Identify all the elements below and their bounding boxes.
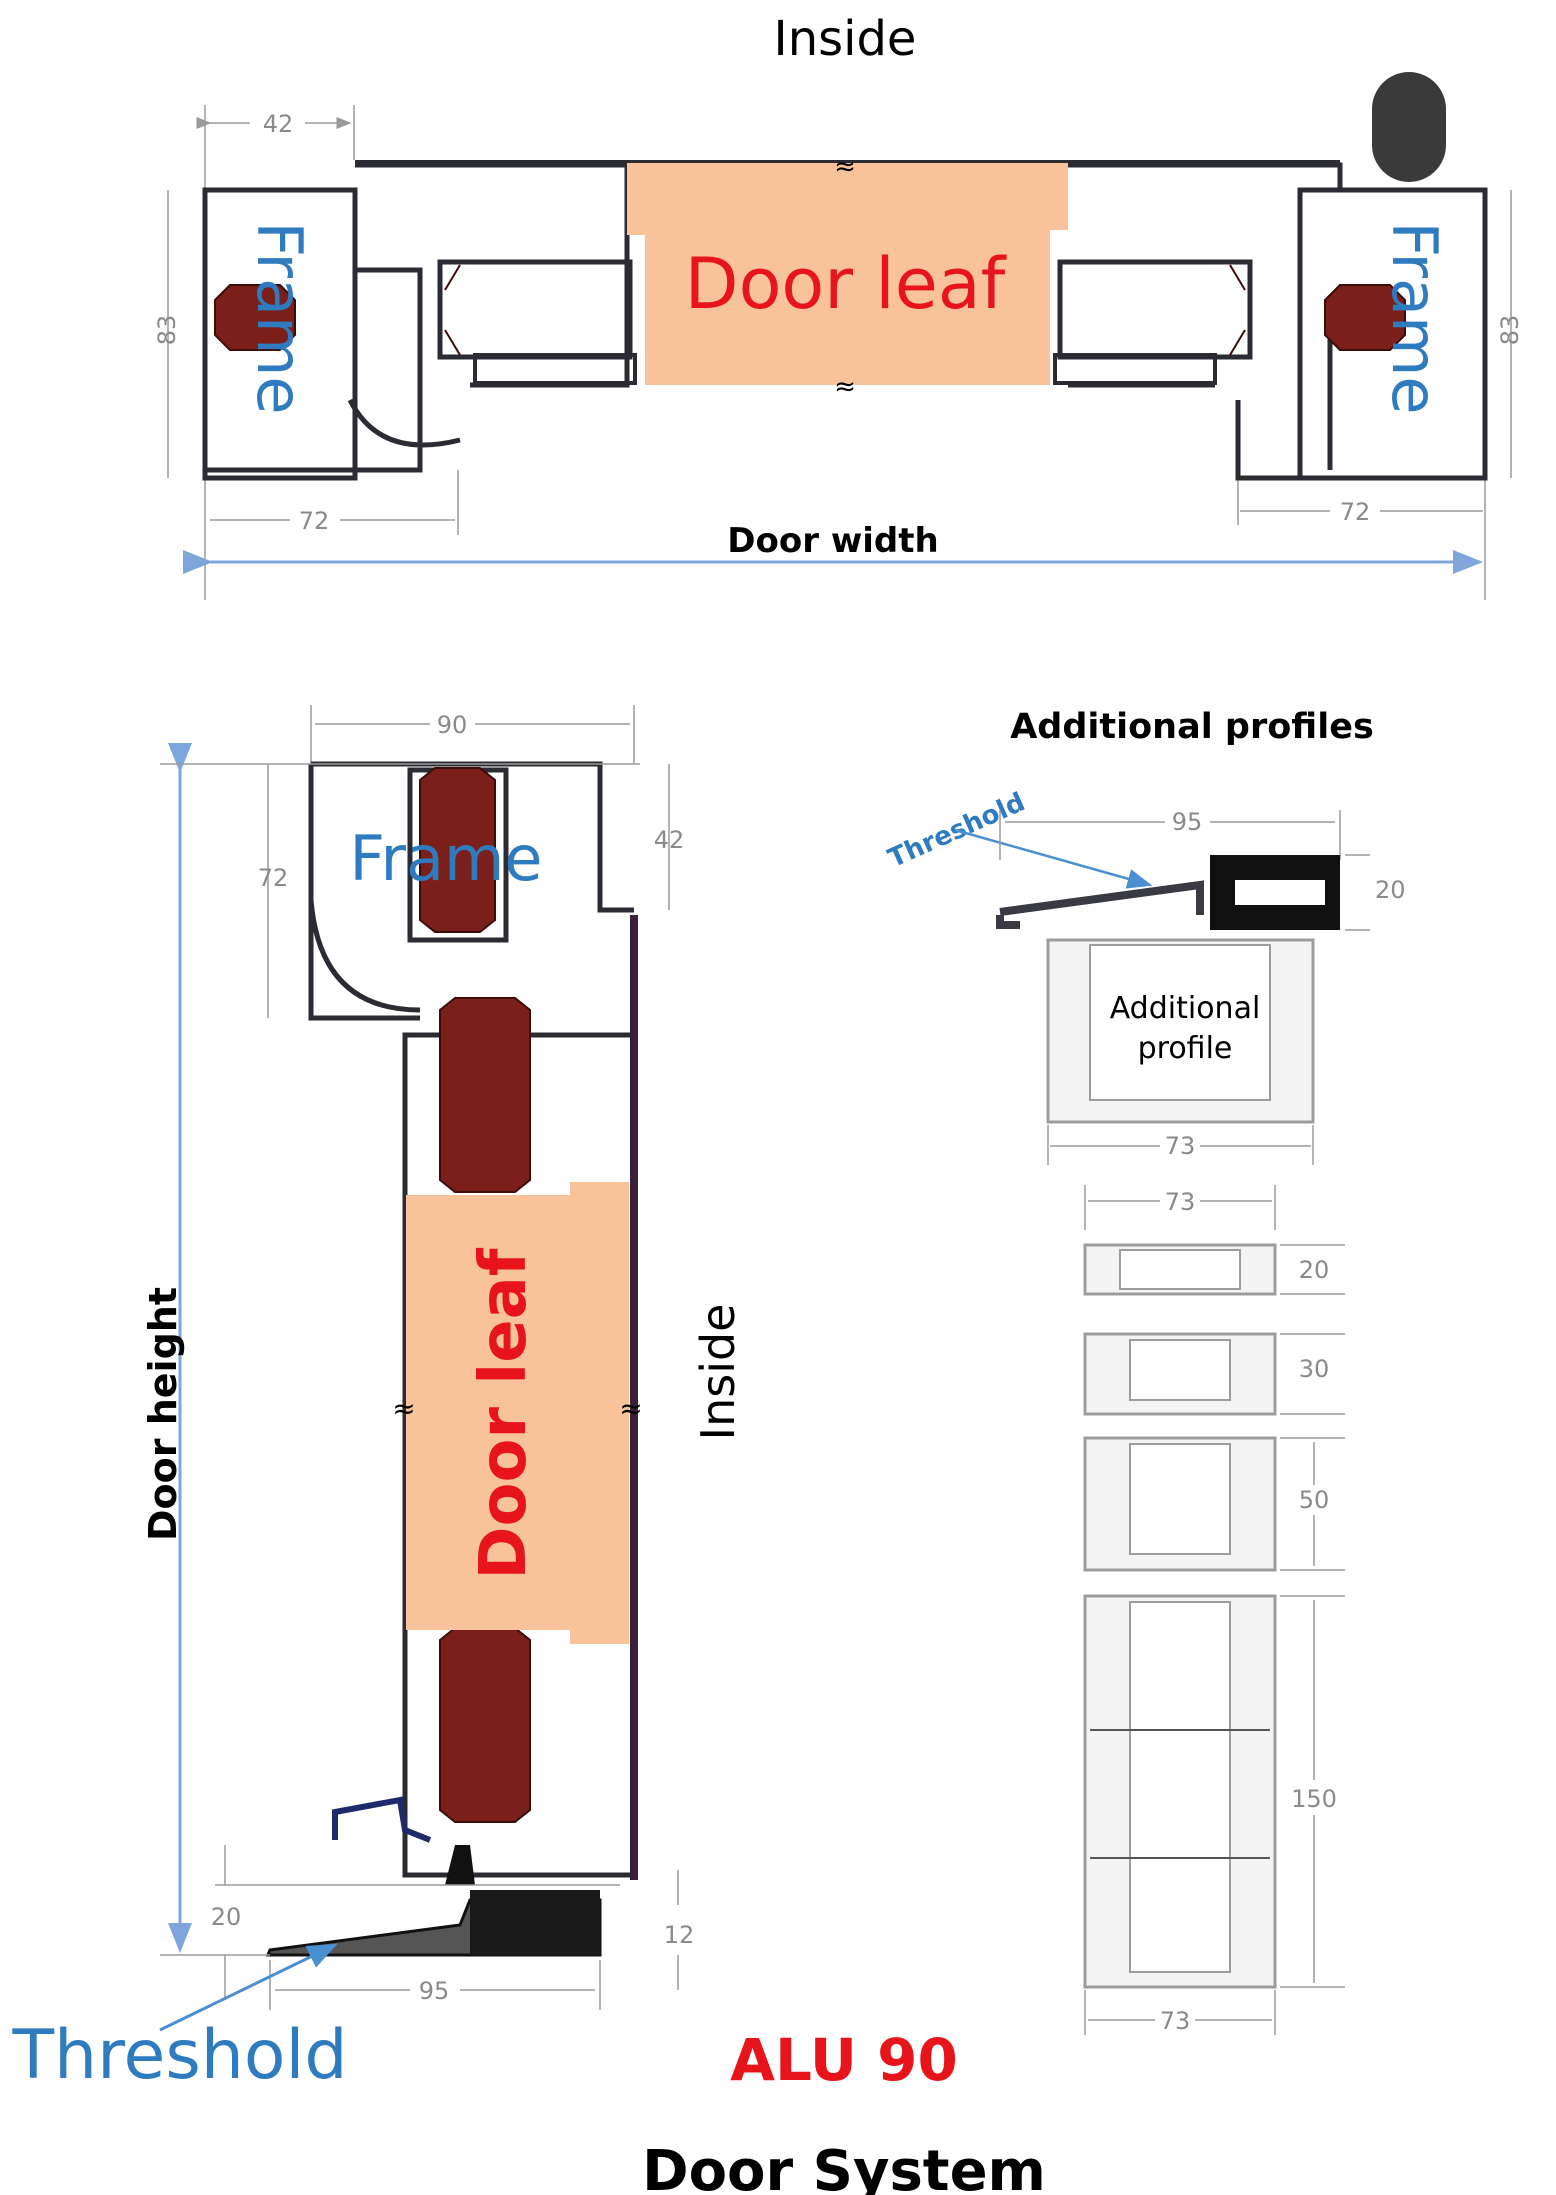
section-view: 90 72 42 ≈ ≈ 20 12 95 Door height Frame — [11, 705, 745, 2095]
top-inside-label: Inside — [774, 11, 917, 67]
model-label: ALU 90 — [730, 2026, 958, 2094]
profile-height-50: 50 — [1299, 1486, 1330, 1514]
ap-profile-label-2: profile — [1138, 1031, 1233, 1066]
weather-seal — [332, 1796, 432, 1843]
top-right-handle — [1372, 72, 1446, 182]
dim-95-section: 95 — [419, 1977, 450, 2005]
section-inside-label: Inside — [691, 1304, 745, 1441]
section-threshold-label: Threshold — [11, 2016, 347, 2095]
threshold-pointer — [159, 1943, 338, 2032]
door-leaf-top — [627, 163, 1068, 385]
dim-42-top: 42 — [263, 110, 294, 138]
frame-right-label: Frame — [1378, 221, 1451, 414]
additional-profiles: Additional profiles Threshold 95 20 Addi… — [884, 707, 1406, 2035]
ap-dim-20: 20 — [1375, 876, 1406, 904]
dim-83-left: 83 — [153, 315, 181, 346]
dim-90: 90 — [437, 711, 468, 739]
ap-dim-73-a: 73 — [1165, 1132, 1196, 1160]
profile-height-20: 20 — [1299, 1256, 1330, 1284]
section-door-leaf-label: Door leaf — [467, 1247, 541, 1579]
break-mark-icon: ≈ — [834, 372, 856, 402]
diagram-title: Door System — [642, 2139, 1046, 2195]
additional-profiles-title: Additional profiles — [1010, 707, 1374, 747]
door-width-label: Door width — [727, 521, 938, 561]
section-frame-label: Frame — [349, 822, 542, 895]
ap-dim-95: 95 — [1172, 808, 1203, 836]
dim-20-section: 20 — [211, 1903, 242, 1931]
break-mark-icon: ≈ — [834, 152, 856, 182]
break-mark-icon: ≈ — [392, 1392, 415, 1425]
ap-dim-73-c: 73 — [1160, 2007, 1191, 2035]
dim-42-section: 42 — [654, 826, 685, 854]
top-door-leaf-label: Door leaf — [685, 243, 1007, 325]
profile-height-30: 30 — [1299, 1355, 1330, 1383]
door-leaf-section — [406, 1182, 629, 1644]
dim-72-section: 72 — [258, 864, 289, 892]
profile-height-150: 150 — [1291, 1785, 1337, 1813]
break-mark-icon: ≈ — [619, 1392, 642, 1425]
dim-72-left: 72 — [299, 507, 330, 535]
dim-72-right: 72 — [1340, 498, 1371, 526]
door-height-label: Door height — [141, 1287, 185, 1541]
ap-dim-73-b: 73 — [1165, 1188, 1196, 1216]
frame-left-label: Frame — [243, 221, 316, 414]
dim-12: 12 — [664, 1921, 695, 1949]
ap-threshold-pointer — [954, 828, 1153, 889]
dim-83-right: 83 — [1496, 315, 1524, 346]
ap-profile-label-1: Additional — [1110, 991, 1261, 1026]
top-view: Inside 42 83 83 72 72 ≈ ≈ Door leaf Fram… — [153, 11, 1524, 600]
